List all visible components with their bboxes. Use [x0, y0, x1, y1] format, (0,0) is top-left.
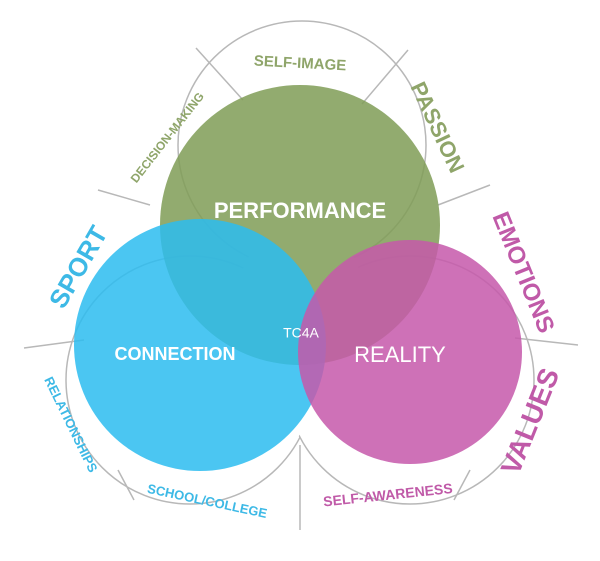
reality-circle [298, 240, 522, 464]
center-label: TC4A [283, 325, 319, 341]
connection-circle [74, 219, 326, 471]
connection-label: CONNECTION [115, 344, 236, 364]
reality-label: REALITY [354, 342, 446, 367]
segment-dividers [23, 47, 579, 530]
self-image-label: SELF-IMAGE [253, 53, 346, 75]
venn-circles [74, 85, 522, 471]
performance-label: PERFORMANCE [214, 198, 386, 223]
